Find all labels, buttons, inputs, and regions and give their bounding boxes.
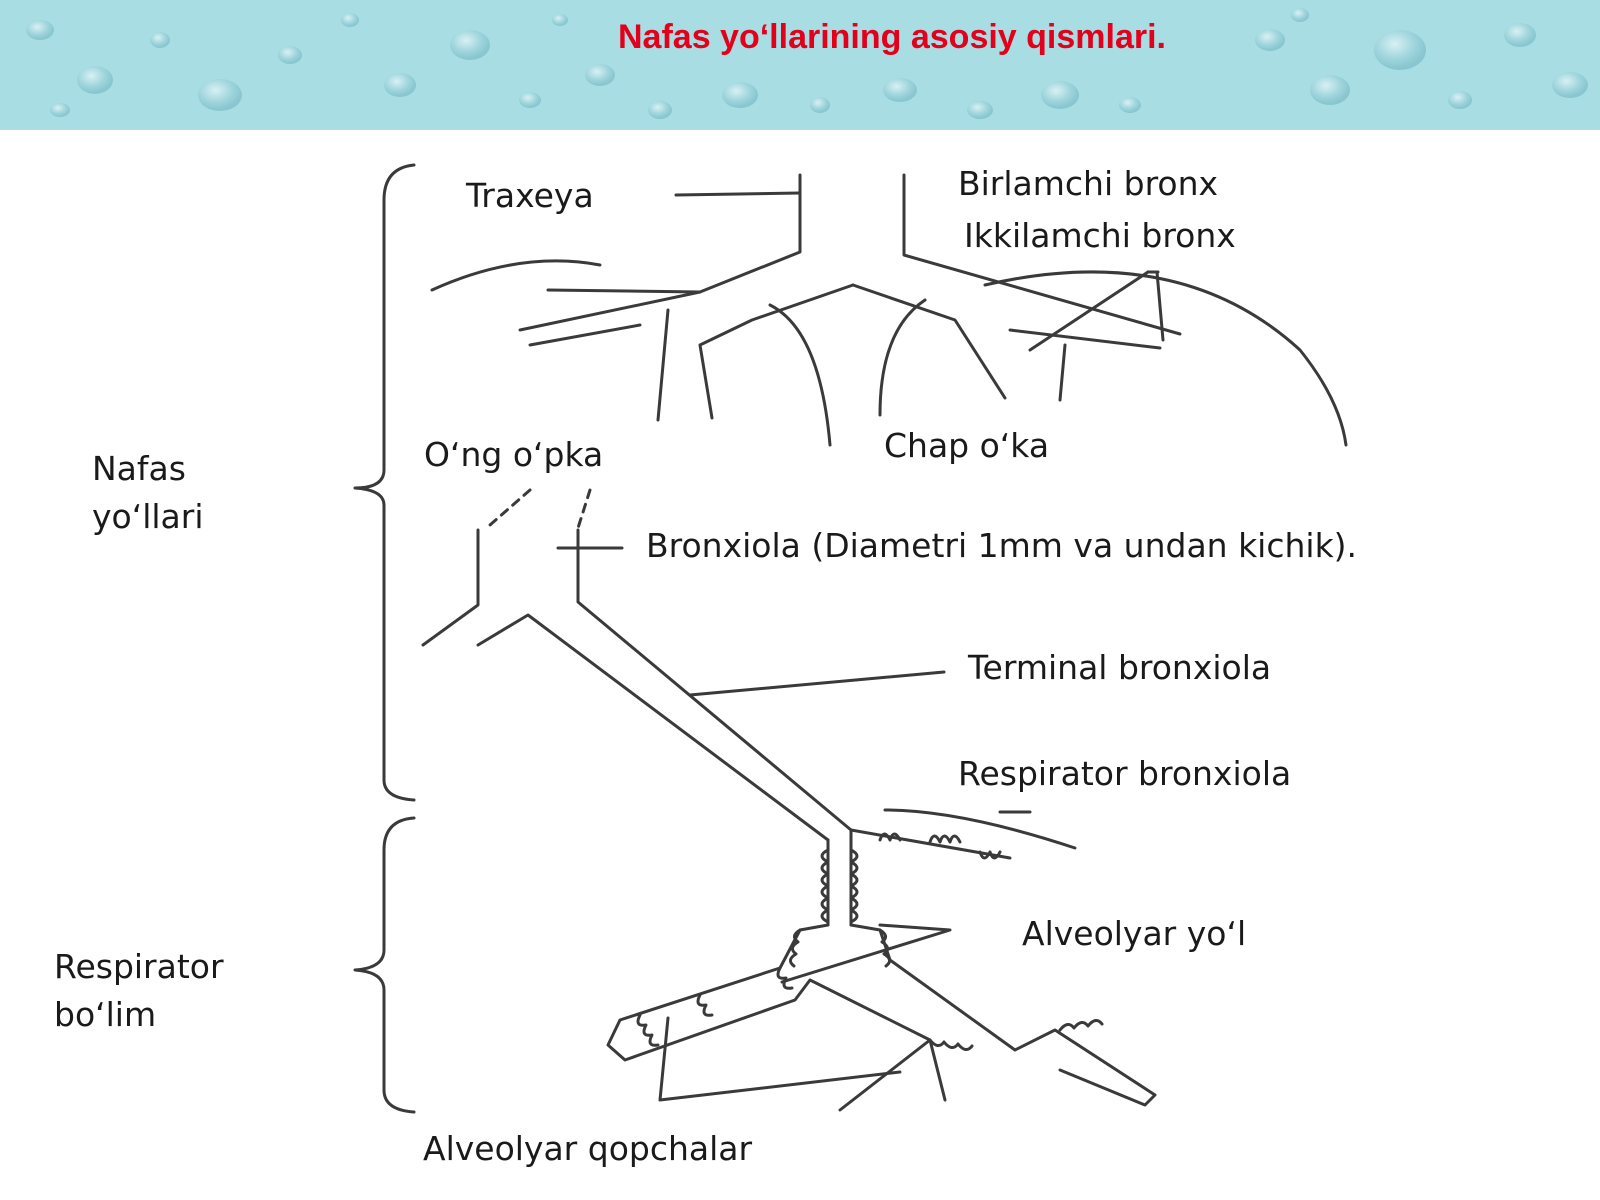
- respiratory-label-line2: bo‘lim: [54, 995, 157, 1034]
- water-drops-background: [26, 8, 1588, 119]
- slide-title: Nafas yo‘llarining asosiy qismlari.: [618, 18, 1166, 56]
- airways-brace: [353, 163, 416, 802]
- airways-group-label: Nafas yo‘llari: [92, 445, 204, 541]
- bronchiole-label: Bronxiola (Diametri 1mm va undan kichik)…: [646, 526, 1358, 565]
- respiratory-tract-diagram: [353, 163, 1348, 1114]
- airways-label-line2: yo‘llari: [92, 497, 204, 536]
- respiratory-brace: [353, 816, 416, 1114]
- right-lung-outline: [430, 259, 602, 292]
- terminal-bronchiole-leader: [688, 670, 946, 697]
- trachea-leader: [674, 191, 802, 197]
- bronchiole-continuation: [488, 488, 592, 530]
- respiratory-label-line1: Respirator: [54, 947, 224, 986]
- right-lung-inner-outline: [768, 303, 832, 447]
- left-lung-inner-outline: [878, 298, 927, 417]
- alveolar-sacs-leader: [658, 1016, 902, 1102]
- secondary-bronchus-leader: [1028, 270, 1150, 352]
- secondary-bronchus-label: Ikkilamchi bronx: [964, 216, 1236, 255]
- alveolar-sacs-label: Alveolyar qopchalar: [423, 1129, 753, 1168]
- left-lung-outline: [983, 270, 1348, 447]
- right-lung-label: O‘ng o‘pka: [424, 435, 604, 474]
- alveolar-ducts-and-sacs: [606, 923, 1157, 1112]
- respiratory-bronchiole: [820, 808, 1077, 927]
- header-banner: Nafas yo‘llarining asosiy qismlari.: [0, 0, 1600, 130]
- airways-label-line1: Nafas: [92, 449, 186, 488]
- primary-bronchus-label: Birlamchi bronx: [958, 164, 1219, 203]
- terminal-bronchiole-label: Terminal bronxiola: [968, 648, 1272, 687]
- respiratory-bronchiole-label: Respirator bronxiola: [958, 754, 1292, 793]
- alveolar-duct-label: Alveolyar yo‘l: [1022, 914, 1247, 953]
- alveolar-duct-leader: [780, 923, 952, 984]
- respiratory-group-label: Respirator bo‘lim: [54, 943, 224, 1039]
- left-lung-label: Chap o‘ka: [884, 426, 1050, 465]
- bronchiole-tube: [421, 528, 853, 842]
- trachea-bronchi-tree: [518, 173, 1182, 422]
- trachea-label: Traxeya: [466, 176, 594, 215]
